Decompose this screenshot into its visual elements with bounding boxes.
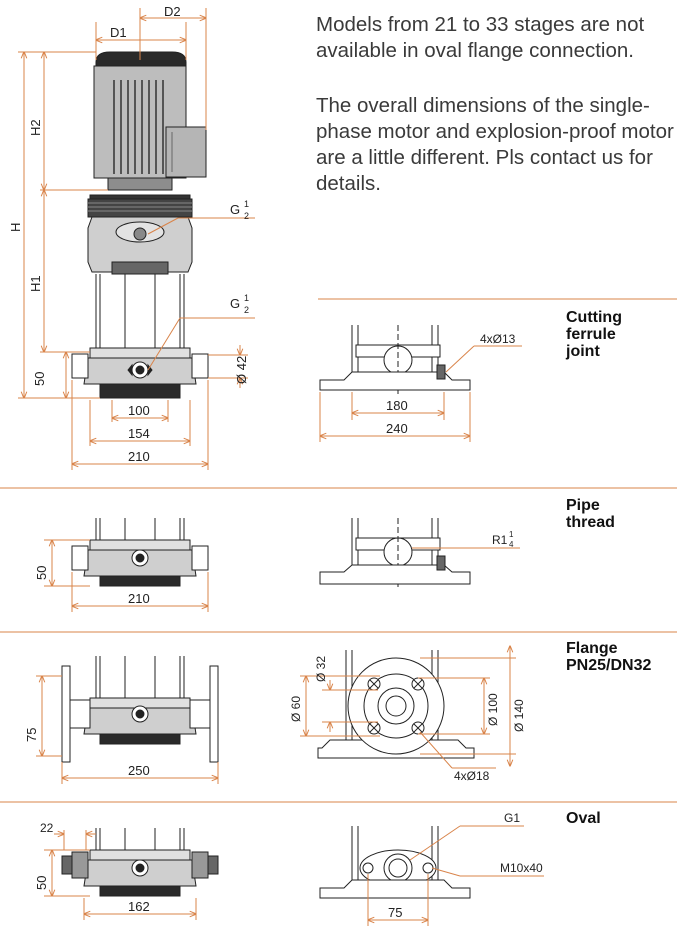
svg-text:2: 2 (244, 211, 249, 221)
pipe-front-view (71, 518, 209, 587)
label-pipe-210: 210 (128, 591, 150, 606)
pipe-front-dimensions (44, 540, 208, 612)
section-title-flange: Flange PN25/DN32 (566, 640, 652, 674)
label-d1: D1 (110, 25, 127, 40)
label-oval-22: 22 (40, 821, 54, 835)
label-oval-bolt: M10x40 (500, 861, 543, 875)
vent-plug (133, 227, 147, 241)
label-cutting-240: 240 (386, 421, 408, 436)
label-flange-d32: Ø 32 (314, 656, 328, 682)
section-title-oval: Oval (566, 810, 601, 827)
label-main-100: 100 (128, 403, 150, 418)
motor-cap (95, 51, 187, 67)
terminal-box (165, 126, 207, 178)
label-pipe-50: 50 (34, 566, 49, 580)
svg-text:G: G (230, 202, 240, 217)
svg-text:R1: R1 (492, 533, 508, 547)
label-pipe-thread: R1 1 4 (492, 530, 514, 549)
label-flange-d100: Ø 100 (486, 693, 500, 726)
svg-text:1: 1 (244, 293, 249, 303)
pipe-side-view (319, 518, 471, 590)
label-h1: H1 (28, 275, 43, 292)
label-main-50: 50 (32, 372, 47, 386)
oval-front-dimensions (44, 830, 196, 920)
svg-text:1: 1 (509, 530, 514, 539)
label-oval-g1: G1 (504, 811, 520, 825)
oval-side-view (319, 826, 471, 899)
label-main-210: 210 (128, 449, 150, 464)
label-flange-250: 250 (128, 763, 150, 778)
label-g-lower: G 1 2 (230, 293, 249, 315)
label-h: H (8, 223, 23, 232)
label-flange-d60: Ø 60 (289, 696, 303, 722)
main-dimensions (18, 8, 255, 470)
pump-base-front (89, 347, 191, 359)
section-title-pipe: Pipe thread (566, 497, 615, 531)
label-flange-d140: Ø 140 (512, 699, 526, 732)
svg-text:G: G (230, 296, 240, 311)
svg-text:1: 1 (244, 199, 249, 209)
flange-front-dimensions (36, 676, 218, 784)
flange-front-view (61, 656, 219, 763)
label-d2: D2 (164, 4, 181, 19)
oval-side-dimensions (368, 825, 544, 926)
label-flange-75: 75 (24, 728, 39, 742)
note-motor-dimensions: The overall dimensions of the single-pha… (316, 94, 674, 195)
svg-text:2: 2 (244, 305, 249, 315)
flange-side-dimensions (300, 646, 516, 769)
label-oval-75: 75 (388, 905, 402, 920)
section-title-cutting: Cutting ferrule joint (566, 309, 622, 360)
pump-head (87, 216, 193, 273)
label-flange-hole: 4xØ18 (454, 769, 490, 783)
svg-text:4: 4 (509, 540, 514, 549)
label-cutting-180: 180 (386, 398, 408, 413)
note-stages: Models from 21 to 33 stages are not avai… (316, 13, 645, 62)
label-main-154: 154 (128, 426, 150, 441)
label-g-upper: G 1 2 (230, 199, 249, 221)
label-oval-50: 50 (34, 876, 49, 890)
pump-front-view (71, 51, 209, 399)
label-cutting-hole: 4xØ13 (480, 332, 516, 346)
cutting-dimensions (320, 345, 522, 442)
label-oval-162: 162 (128, 899, 150, 914)
flange-side-view (317, 650, 475, 759)
oval-front-view (61, 828, 219, 897)
cutting-side-view (319, 325, 471, 395)
label-h2: H2 (28, 119, 43, 136)
label-dia-42: Ø 42 (234, 356, 249, 384)
